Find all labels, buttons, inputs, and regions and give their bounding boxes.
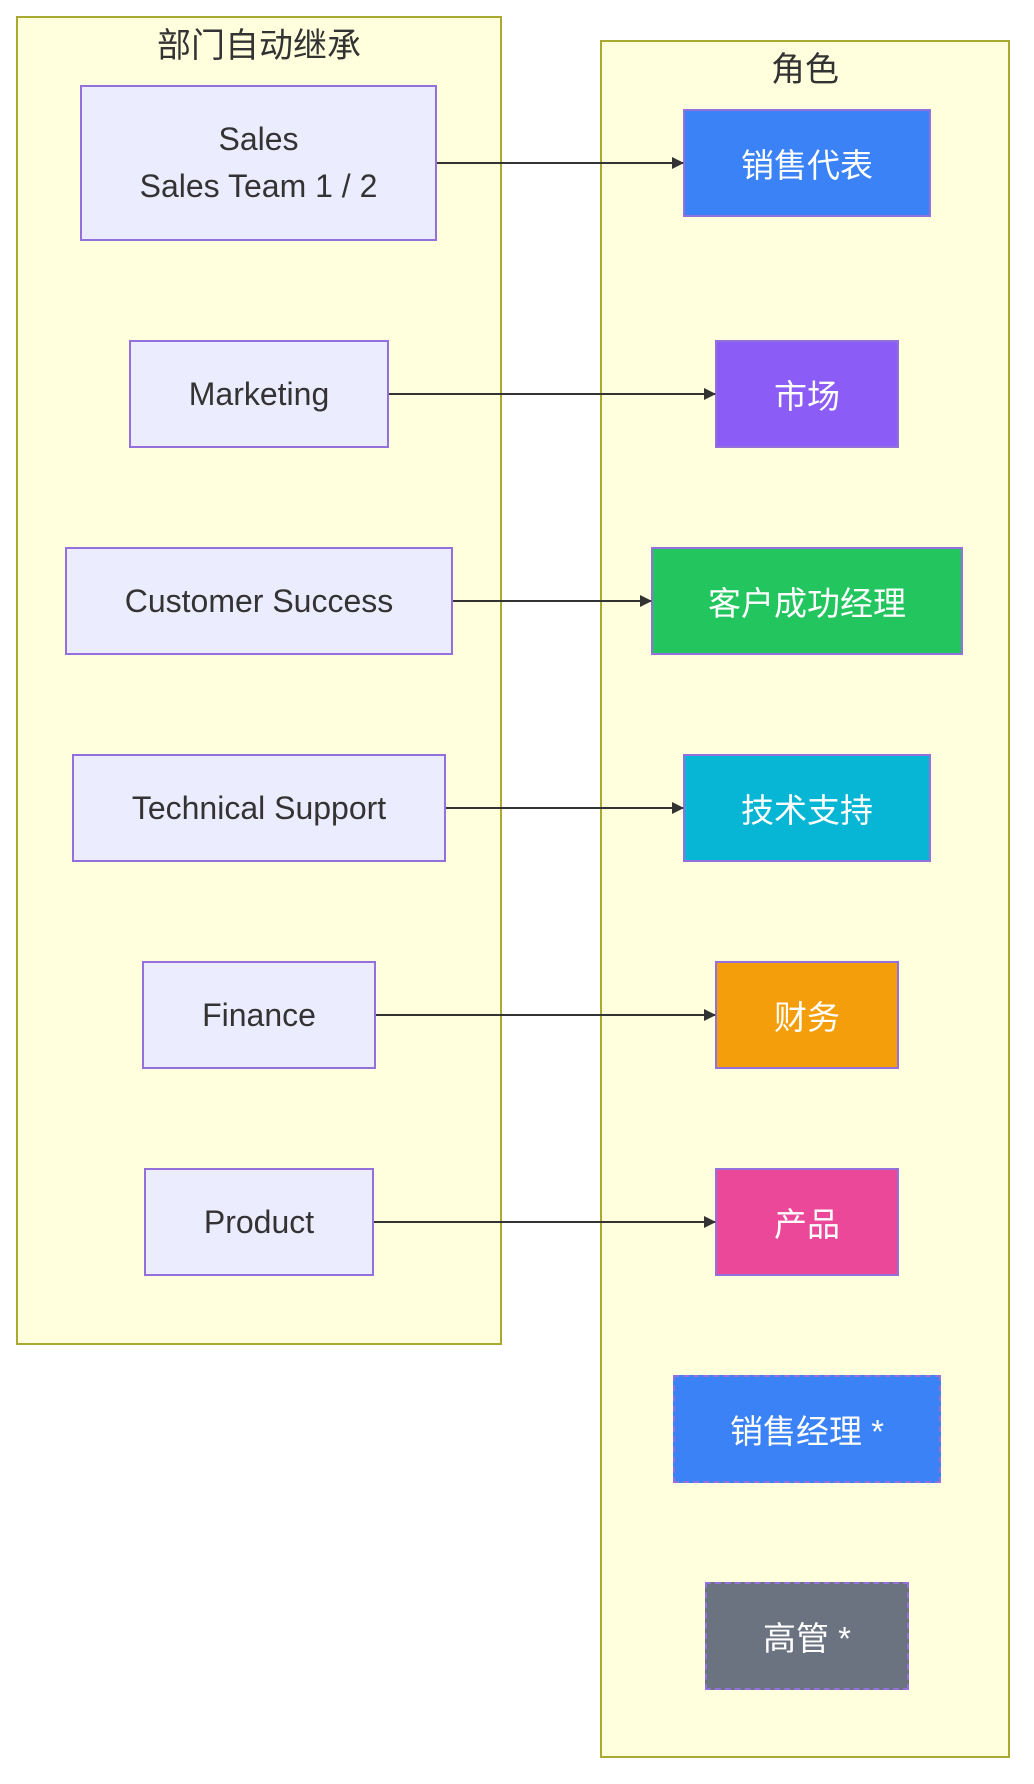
department-node-product: Product: [144, 1168, 374, 1276]
department-node-finance: Finance: [142, 961, 376, 1069]
role-node-marketing-label: 市场: [774, 378, 840, 415]
department-node-technical-support-label: Technical Support: [131, 789, 387, 826]
role-group-title: 角色: [771, 51, 839, 89]
department-node-sales: Sales Sales Team 1 / 2: [80, 85, 437, 241]
department-node-customer-success: Customer Success: [65, 547, 453, 655]
role-node-sales-rep: 销售代表: [683, 109, 931, 217]
department-node-marketing: Marketing: [129, 340, 389, 448]
role-node-sales-manager: 销售经理 *: [673, 1375, 941, 1483]
department-node-marketing-label: Marketing: [188, 375, 330, 412]
role-node-finance: 财务: [715, 961, 899, 1069]
role-node-product: 产品: [715, 1168, 899, 1276]
role-node-product-label: 产品: [774, 1206, 840, 1243]
role-node-technical-support: 技术支持: [683, 754, 931, 862]
department-node-finance-label: Finance: [202, 996, 316, 1033]
role-node-executive-label: 高管 *: [762, 1620, 851, 1657]
role-node-customer-success-manager-label: 客户成功经理: [708, 585, 906, 622]
role-node-marketing: 市场: [715, 340, 899, 448]
department-node-product-label: Product: [203, 1203, 315, 1240]
role-node-sales-rep-label: 销售代表: [741, 147, 873, 184]
role-node-customer-success-manager: 客户成功经理: [651, 547, 963, 655]
role-node-finance-label: 财务: [774, 999, 840, 1036]
department-node-technical-support: Technical Support: [72, 754, 446, 862]
department-group-title: 部门自动继承: [157, 27, 361, 65]
department-node-customer-success-label: Customer Success: [124, 582, 394, 619]
department-node-sales-title: Sales: [218, 121, 299, 157]
role-node-technical-support-label: 技术支持: [741, 792, 873, 829]
role-node-sales-manager-label: 销售经理 *: [729, 1413, 884, 1450]
department-node-sales-subtitle: Sales Team 1 / 2: [139, 168, 378, 204]
role-node-executive: 高管 *: [705, 1582, 909, 1690]
